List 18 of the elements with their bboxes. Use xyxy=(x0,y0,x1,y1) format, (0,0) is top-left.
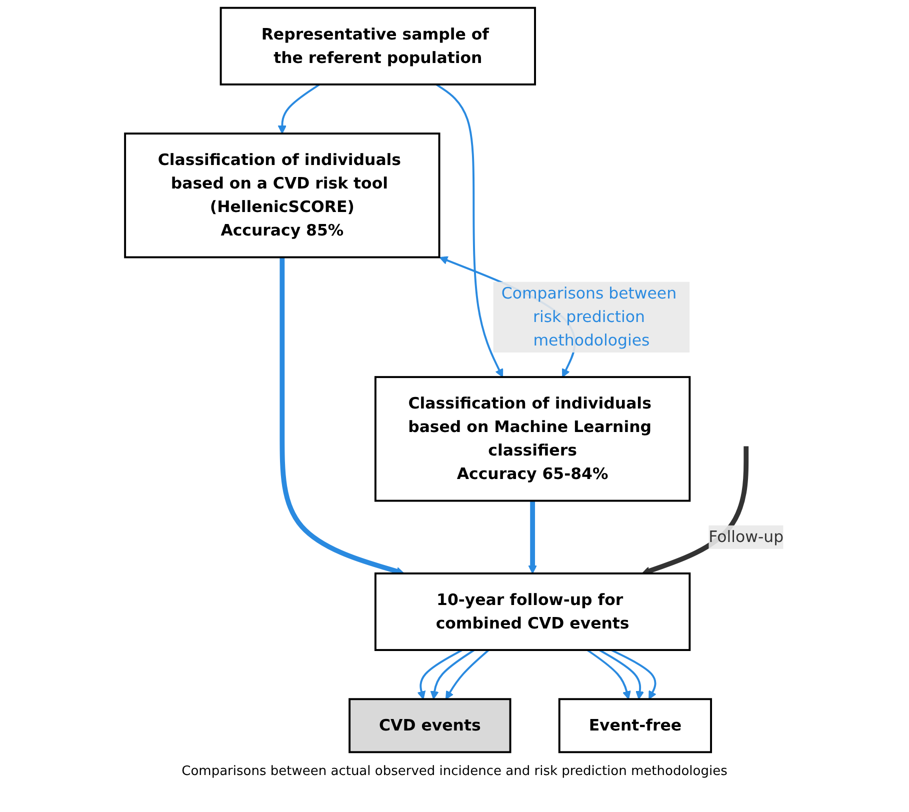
node-box: Representative sample of the referent population xyxy=(220,6,536,86)
arrow xyxy=(278,84,320,134)
node-box: Classification of individuals based on a CVD risk tool (HellenicSCORE) Accuracy 85% xyxy=(124,132,440,258)
node-box: Classification of individuals based on Machine Learning classifiers Accuracy 65-84% xyxy=(374,376,691,502)
node-box: 10-year follow-up for combined CVD events xyxy=(374,572,691,651)
arrow xyxy=(430,649,475,700)
arrow xyxy=(586,649,632,700)
arrow xyxy=(599,649,644,700)
arrow xyxy=(446,649,490,700)
node-box: Event-free xyxy=(558,698,712,754)
edge-label: Comparisons between risk prediction methodologies xyxy=(502,284,677,350)
edge-label: Follow-up xyxy=(708,527,784,546)
note-text: Comparisons between actual observed incidence and risk prediction methodologies xyxy=(182,764,728,779)
arrow xyxy=(528,500,538,574)
arrow xyxy=(417,649,463,700)
arrow xyxy=(436,84,504,378)
node-box: CVD events xyxy=(348,698,512,754)
arrow xyxy=(611,649,657,700)
